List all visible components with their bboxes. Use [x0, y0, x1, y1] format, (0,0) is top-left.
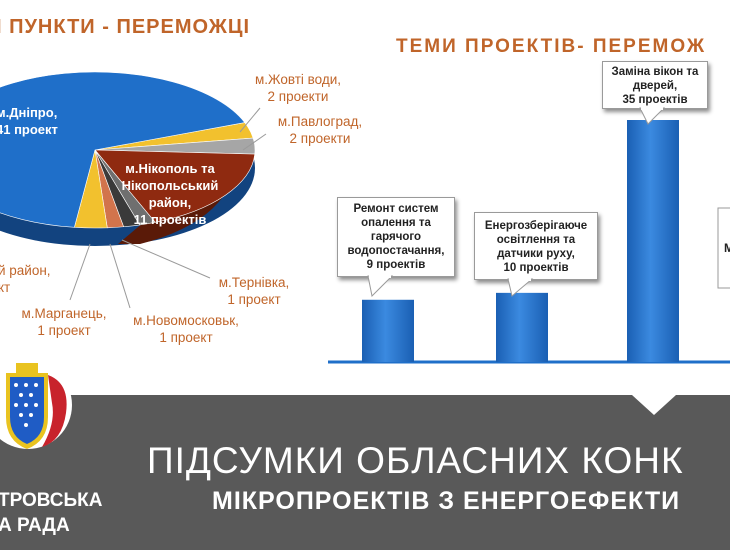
callout-partial — [717, 207, 730, 289]
pie-label-raion-count: кт — [0, 280, 11, 295]
pie-label-raion-name: й район, — [0, 263, 51, 278]
bar-callout-lighting-line1: Енергозберігаюче — [484, 220, 588, 232]
council-name-line2: А РАДА — [0, 515, 70, 536]
bar-callout-lighting-count: 10 проектів — [503, 262, 569, 274]
pie-label-dnipro: м.Дніпро, 41 проект — [0, 104, 58, 138]
callout-tail-lighting — [507, 278, 534, 297]
pie-label-ternivka-count: 1 проект — [227, 292, 281, 307]
pie-label-marhanets: м.Марганець, 1 проект — [12, 305, 116, 339]
bar-callout-heating-line2: опалення та — [361, 217, 431, 229]
pie-label-ternivka-name: м.Тернівка, — [218, 275, 290, 290]
pie-label-novomoskovsk-count: 1 проект — [159, 330, 213, 345]
callout-partial-letter: М — [724, 241, 730, 255]
bar-callout-windows: Заміна вікон та дверей, 35 проектів — [602, 61, 708, 109]
bar-heading: ТЕМИ ПРОЕКТІВ- ПЕРЕМОЖ — [396, 36, 707, 57]
pie-slice-3 — [94, 149, 256, 223]
pie-label-dnipro-name: м.Дніпро, — [0, 105, 58, 120]
callout-tail-windows — [639, 107, 666, 125]
pie-label-novomoskovsk-name: м.Новомосковьк, — [133, 313, 239, 328]
bar-callout-lighting: Енергозберігаюче освітлення та датчики р… — [474, 212, 598, 280]
pie-slices — [0, 71, 256, 229]
bar-0 — [362, 299, 414, 362]
bar-callout-heating-count: 9 проектів — [366, 259, 426, 271]
council-name-line1: ТРОВСЬКА — [0, 490, 103, 511]
pie-label-pavlohrad-count: 2 проекти — [289, 131, 351, 146]
bar-callout-windows-count: 35 проектів — [622, 94, 688, 106]
coat-of-arms-logo — [0, 361, 72, 449]
pie-label-zhovti: м.Жовті води, 2 проекти — [246, 71, 350, 105]
council-name: ТРОВСЬКА А РАДА — [0, 488, 103, 538]
callout-tail-heating — [367, 275, 394, 298]
pie-label-novomoskovsk: м.Новомосковьк, 1 проект — [120, 312, 252, 346]
footer-notch — [632, 395, 676, 415]
pie-slice-0 — [0, 71, 246, 228]
pie-label-ternivka: м.Тернівка, 1 проект — [208, 274, 300, 308]
pie-heading: І ПУНКТИ - ПЕРЕМОЖЦІ — [0, 16, 251, 38]
pie-label-dnipro-count: 41 проект — [0, 122, 58, 137]
bar-callout-heating-line4: водопостачання, — [347, 245, 445, 257]
bar-callout-lighting-line3: датчики руху, — [497, 248, 575, 260]
pie-label-nikopol-count: 11 проектів — [133, 212, 207, 227]
pie-leader-lines — [69, 107, 267, 309]
bar-callout-windows-line1: Заміна вікон та — [611, 66, 699, 78]
bar-1 — [496, 292, 548, 362]
bars — [362, 120, 679, 362]
pie-label-pavlohrad: м.Павлоград, 2 проекти — [272, 113, 368, 147]
footer-title: ПІДСУМКИ ОБЛАСНИХ КОНК — [147, 440, 684, 481]
pie-label-marhanets-name: м.Марганець, — [21, 306, 107, 321]
bar-callout-heating-line3: гарячого — [370, 231, 422, 243]
bar-2 — [627, 120, 679, 362]
pie-label-nikopol-line2: Нікопольський — [121, 178, 219, 193]
footer-banner — [0, 395, 730, 550]
pie-label-raion: й район, кт — [0, 262, 58, 296]
pie-label-nikopol-line3: район, — [148, 195, 192, 210]
footer-subtitle: МІКРОПРОЕКТІВ З ЕНЕРГОЕФЕКТИ — [212, 487, 681, 515]
pie-label-zhovti-count: 2 проекти — [267, 89, 329, 104]
pie-label-nikopol-line1: м.Нікополь та — [125, 161, 215, 176]
pie-label-zhovti-name: м.Жовті води, — [254, 72, 342, 87]
bar-callout-lighting-line2: освітлення та — [496, 234, 576, 246]
pie-label-nikopol: м.Нікополь та Нікопольський район, 11 пр… — [120, 160, 220, 228]
bar-callout-heating-line1: Ремонт систем — [353, 203, 439, 215]
bar-callout-windows-line2: дверей, — [632, 80, 678, 92]
pie-label-marhanets-count: 1 проект — [37, 323, 91, 338]
pie-label-pavlohrad-name: м.Павлоград, — [277, 114, 363, 129]
bar-callout-heating: Ремонт систем опалення та гарячого водоп… — [337, 197, 455, 277]
